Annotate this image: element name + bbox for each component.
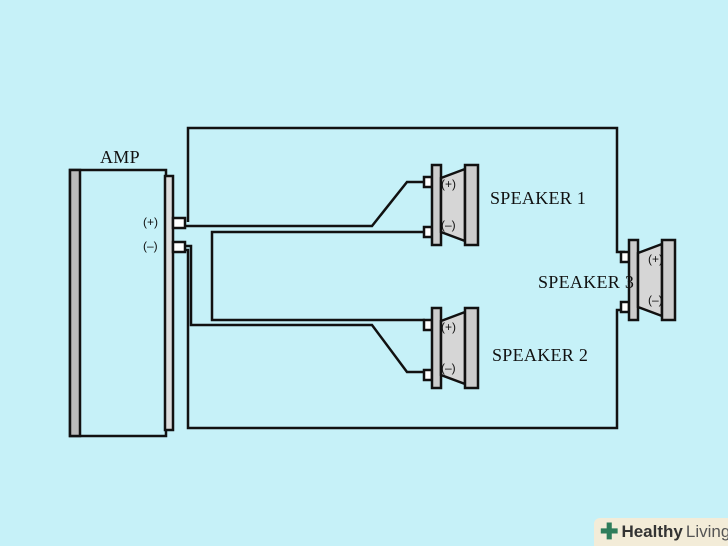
logo-suffix: Living (685, 522, 728, 541)
speaker-1 (422, 163, 480, 247)
speaker3-plus: (+) (648, 252, 663, 266)
amp (68, 168, 187, 438)
speaker3-minus: (–) (648, 293, 663, 307)
speaker2-plus: (+) (441, 320, 456, 334)
plus-leaf-icon: ✚ (600, 519, 619, 544)
speaker1-plus: (+) (441, 177, 456, 191)
healthy-living-logo: ✚ Healthy Living (594, 518, 728, 546)
amp-plus-label: (+) (143, 215, 158, 229)
wire-amp-minus-to-speaker2-minus (185, 244, 425, 374)
wire-amp-plus-to-speaker1-plus (185, 180, 425, 228)
logo-brand: Healthy (621, 522, 683, 541)
amp-minus-label: (–) (143, 239, 158, 253)
speaker2-label: SPEAKER 2 (492, 345, 589, 365)
wire-amp-minus-to-speaker3-minus (185, 248, 625, 430)
speaker3-label: SPEAKER 3 (538, 272, 635, 292)
speaker1-label: SPEAKER 1 (490, 188, 587, 208)
wire-speaker1-minus-to-speaker2-plus (210, 230, 425, 322)
speaker1-minus: (–) (441, 218, 456, 232)
speaker2-minus: (–) (441, 361, 456, 375)
wire-amp-plus-to-speaker3-plus (186, 126, 625, 254)
amp-label: AMP (100, 147, 140, 167)
